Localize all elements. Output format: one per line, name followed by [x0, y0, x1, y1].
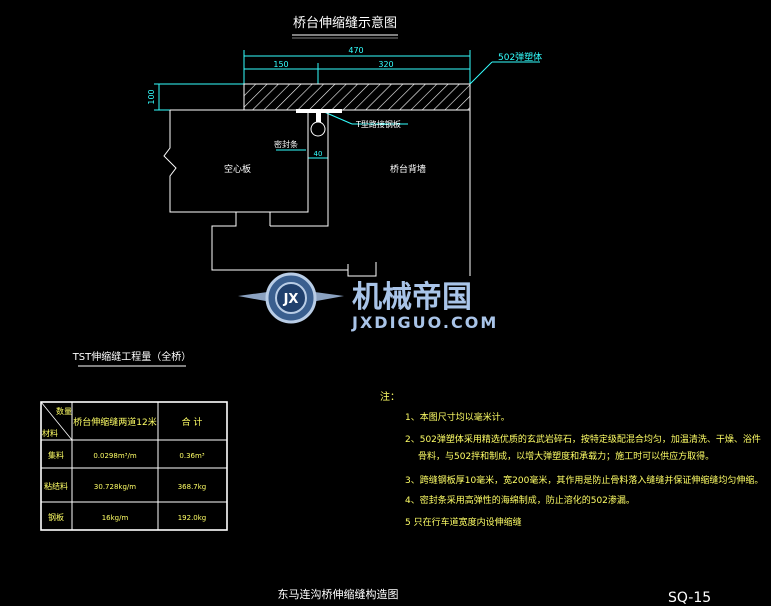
t-plate-label: T型路接钢板	[355, 119, 401, 129]
dim-right: 320	[378, 60, 393, 69]
note-item: 4、密封条采用高弹性的海绵制成，防止溶化的502渗漏。	[405, 494, 635, 506]
note-item: 骨料，与502拌和制成，以增大弹塑度和承载力；施工时可以供应方取得。	[418, 450, 714, 462]
quantity-table-grid	[40, 401, 228, 531]
t-plate-web	[316, 112, 321, 122]
table-header-item: 数量	[56, 406, 72, 416]
table-row-material: 集料	[48, 450, 64, 460]
gear-inner	[275, 282, 307, 314]
watermark: JX 机械帝国 JXDIGUO.COM	[238, 272, 498, 332]
dim-total: 470	[348, 46, 363, 55]
table-row-material: 钢板	[48, 512, 64, 522]
dim-gap: 40	[314, 150, 323, 158]
drawing-title: 桥台伸缩缝示意图	[293, 15, 397, 31]
t-plate	[296, 109, 342, 113]
abutment-wall-label: 桥台背墙	[390, 163, 426, 175]
seal-circle	[310, 121, 326, 137]
note-item: 2、502弹塑体采用精选优质的玄武岩碎石，按特定级配混合均匀，加温清洗、干燥、浴…	[405, 433, 761, 445]
note-item: 1、本图尺寸均以毫米计。	[405, 411, 510, 423]
notes-heading: 注：	[380, 390, 400, 403]
abutment-wall-outline	[328, 109, 471, 277]
sheet-title: 东马连沟桥伸缩缝构造图	[278, 587, 399, 601]
table-header-col2: 合 计	[182, 416, 203, 428]
table-header-col1: 桥台伸缩缝两道12米	[73, 416, 156, 428]
elastomer-block	[243, 83, 471, 111]
table-row-material: 粘结料	[44, 481, 68, 491]
dim-left: 150	[273, 60, 288, 69]
dim-height: 100	[147, 89, 156, 104]
table-row-total: 0.36m³	[179, 452, 204, 460]
table-header-material: 材料	[42, 428, 58, 438]
watermark-url: JXDIGUO.COM	[351, 313, 498, 332]
note-item: 3、跨缝钢板厚10毫米，宽200毫米，其作用是防止骨料落入缝缝并保证伸缩缝均匀伸…	[405, 474, 763, 486]
seal-label: 密封条	[274, 139, 298, 149]
table-row-per-m: 16kg/m	[102, 514, 129, 522]
table-row-per-m: 30.728kg/m	[94, 483, 136, 491]
table-row-total: 368.7kg	[178, 483, 207, 491]
sheet-number: SQ-15	[668, 590, 711, 606]
note-item: 5 只在行车道宽度内设伸缩缝	[405, 516, 522, 528]
table-title: TST伸缩缝工程量（全桥）	[72, 350, 192, 363]
emblem-text: JX	[283, 292, 299, 307]
hollow-slab-outline	[163, 109, 348, 271]
table-row-total: 192.0kg	[178, 514, 207, 522]
table-row-per-m: 0.0298m³/m	[93, 452, 136, 460]
elastomer-label: 502弹塑体	[498, 51, 542, 63]
hollow-slab-label: 空心板	[224, 163, 251, 175]
watermark-brand: 机械帝国	[352, 280, 472, 315]
